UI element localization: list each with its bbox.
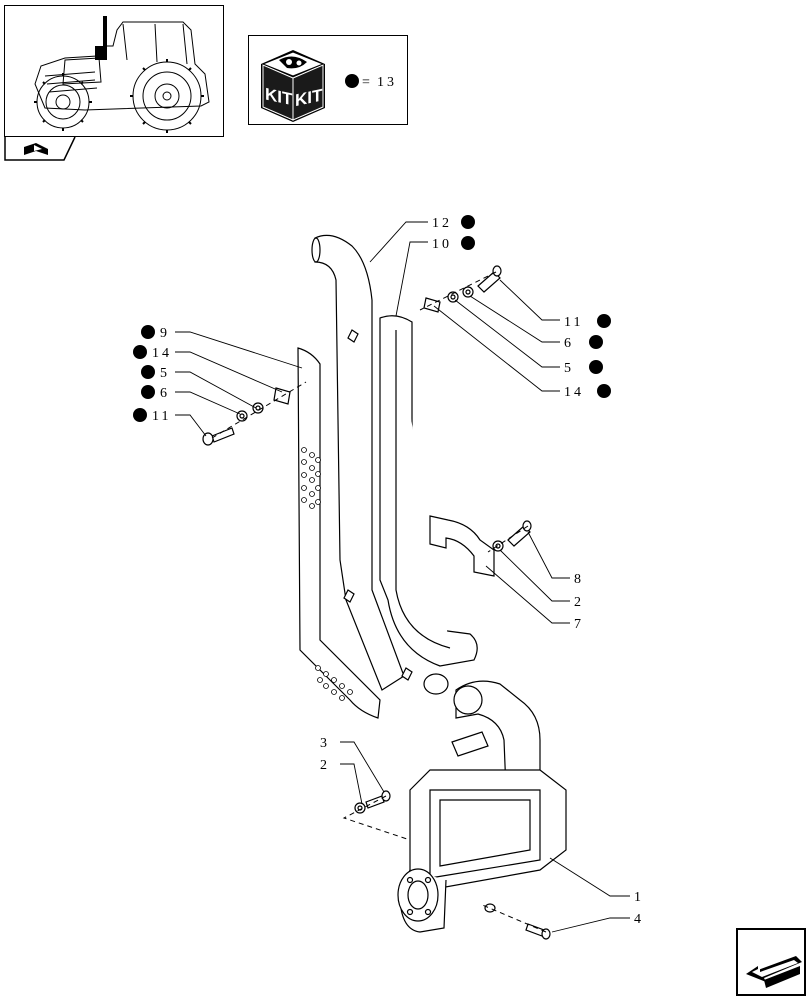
callout-c6l: 6 xyxy=(160,386,170,401)
heat-shield-10 xyxy=(379,315,478,695)
back-arrow-icon xyxy=(736,928,806,996)
callout-c12: 12 xyxy=(432,216,452,231)
callout-c2r: 2 xyxy=(574,595,584,610)
kit-equals: = xyxy=(362,75,373,90)
kit-bullet-c6l xyxy=(141,385,155,399)
kit-number: 13 xyxy=(377,75,397,90)
bolt-3 xyxy=(365,790,391,809)
bolt-11-left xyxy=(202,427,235,446)
callout-c6r: 6 xyxy=(564,336,574,351)
back-button[interactable] xyxy=(736,928,806,996)
clamp-bracket-7 xyxy=(429,515,495,577)
tractor-thumbnail-icon xyxy=(34,16,210,133)
callout-c5r: 5 xyxy=(564,361,574,376)
kit-bullet-c14r xyxy=(597,384,611,398)
bolt-8 xyxy=(507,520,532,547)
callout-c2l: 2 xyxy=(320,758,330,773)
nav-tab[interactable] xyxy=(4,137,76,161)
kit-bullet-c12 xyxy=(461,215,475,229)
book-page-icon xyxy=(4,137,76,161)
washer-2-left xyxy=(354,802,366,814)
kit-bullet-c10 xyxy=(461,236,475,250)
callout-c11l: 11 xyxy=(152,409,171,424)
callout-c5l: 5 xyxy=(160,366,170,381)
callout-c10: 10 xyxy=(432,237,452,252)
kit-bullet-c11r xyxy=(597,314,611,328)
kit-bullet-c6r xyxy=(589,335,603,349)
kit-bullet-c11l xyxy=(133,408,147,422)
kit-bullet-c5l xyxy=(141,365,155,379)
washer-6-left xyxy=(236,410,248,422)
callout-c14r: 14 xyxy=(564,385,584,400)
callout-c3: 3 xyxy=(320,736,330,751)
kit-bullet-c5r xyxy=(589,360,603,374)
clip-14-left xyxy=(273,387,291,405)
clip-14-right xyxy=(423,297,441,313)
bolt-4 xyxy=(525,923,551,940)
washer-6-right xyxy=(462,286,474,298)
kit-bullet-c14l xyxy=(133,345,147,359)
callout-c8: 8 xyxy=(574,572,584,587)
kit-legend: KIT KIT = 13 xyxy=(248,35,408,125)
bolt-11-right xyxy=(477,265,502,293)
callout-c11r: 11 xyxy=(564,315,583,330)
callout-c9: 9 xyxy=(160,326,170,341)
kit-bullet-c9 xyxy=(141,325,155,339)
kit-box-icon: KIT KIT xyxy=(261,50,325,122)
washer-2-right xyxy=(492,540,504,552)
callout-c7: 7 xyxy=(574,617,584,632)
callout-c4: 4 xyxy=(634,912,644,927)
tractor-thumbnail xyxy=(4,5,224,137)
heat-shield-9 xyxy=(297,347,381,719)
muffler-1 xyxy=(397,680,567,933)
washer-5-left xyxy=(252,402,264,414)
callout-c14l: 14 xyxy=(152,346,172,361)
callout-c1: 1 xyxy=(634,890,644,905)
washer-5-right xyxy=(447,291,459,303)
kit-bullet-icon xyxy=(345,74,359,88)
exhaust-pipe-12 xyxy=(311,234,405,691)
